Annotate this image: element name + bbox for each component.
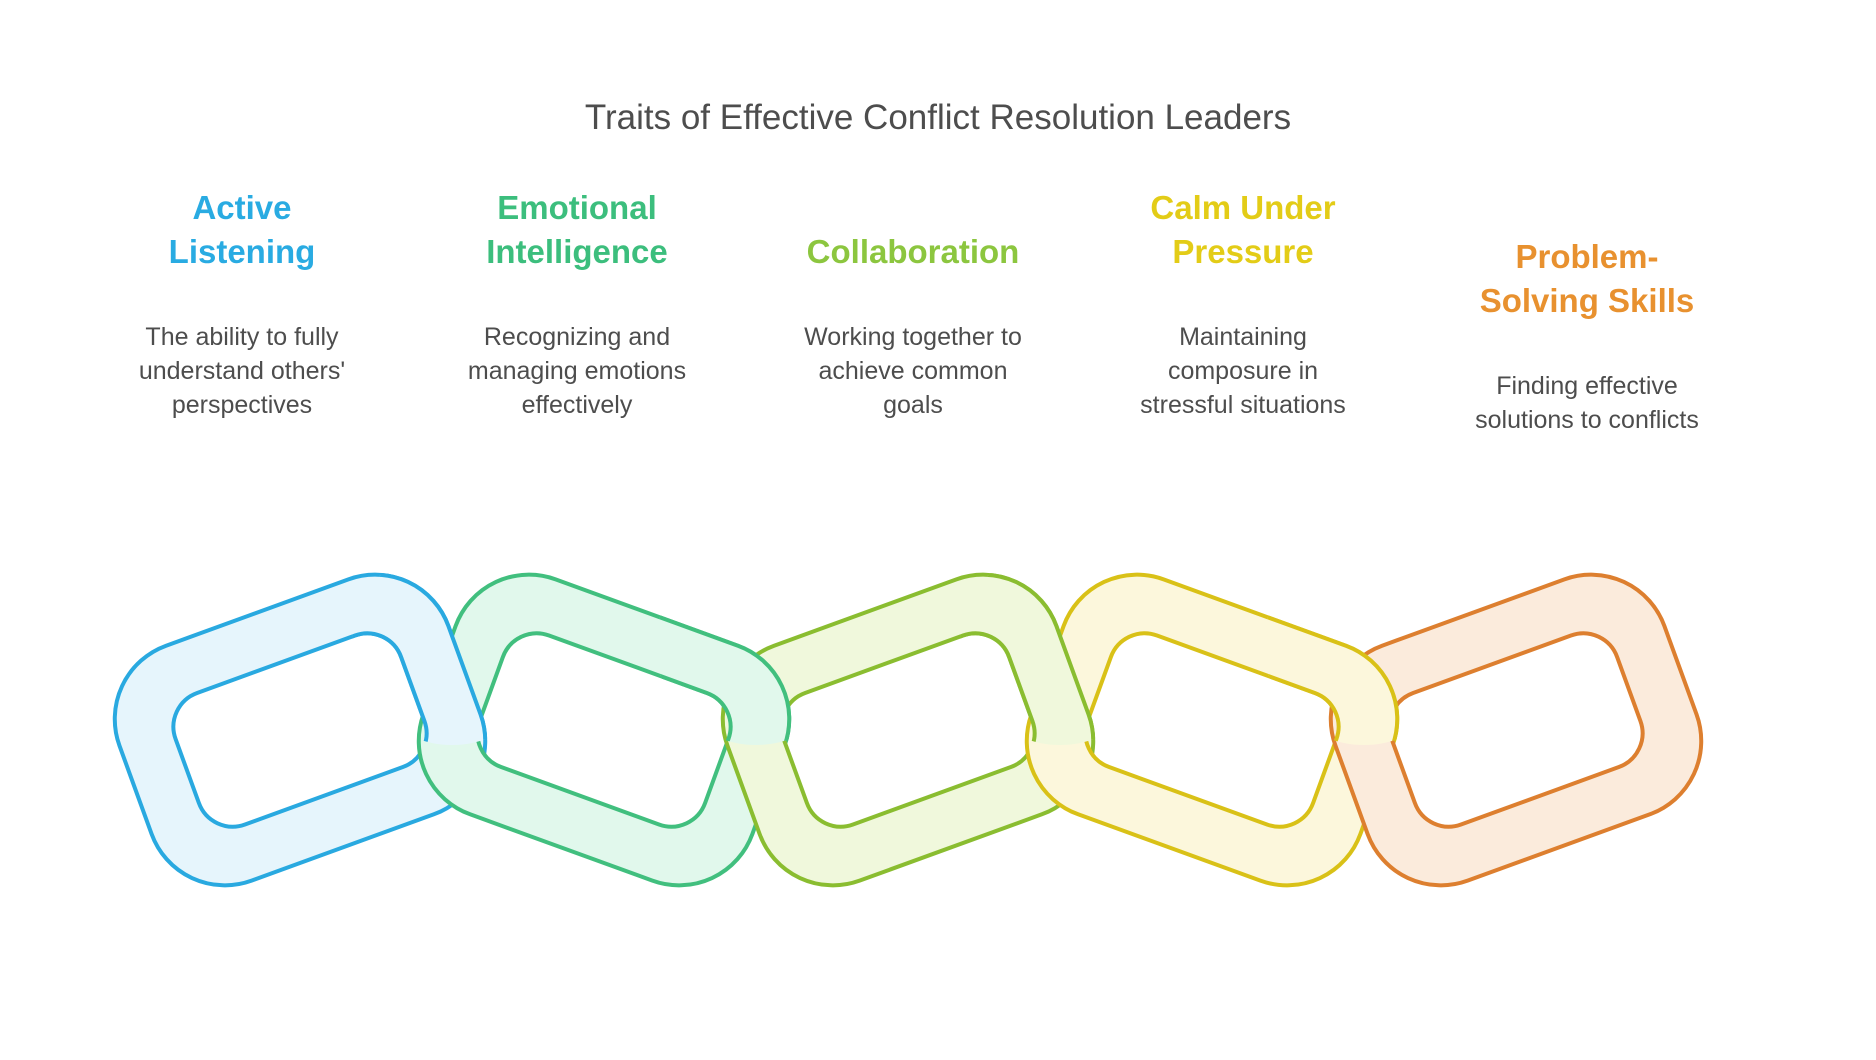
trait-heading-text: Emotional Intelligence [486, 189, 668, 270]
page-title: Traits of Effective Conflict Resolution … [584, 98, 1292, 137]
trait-column-collaboration: Collaboration Working together to achiev… [773, 186, 1053, 422]
trait-heading-text: Collaboration [806, 233, 1020, 270]
trait-heading: Active Listening [102, 186, 382, 274]
trait-heading-text: Active Listening [168, 189, 316, 270]
trait-heading: Collaboration [773, 186, 1053, 274]
trait-column-calm-under-pressure: Calm Under Pressure Maintaining composur… [1093, 186, 1393, 422]
trait-heading-text: Calm Under Pressure [1150, 189, 1336, 270]
trait-description: Working together to achieve common goals [804, 323, 1022, 419]
trait-column-problem-solving-skills: Problem- Solving Skills Finding effectiv… [1427, 235, 1747, 437]
trait-heading: Problem- Solving Skills [1427, 235, 1747, 323]
trait-description: Maintaining composure in stressful situa… [1140, 323, 1346, 419]
trait-column-emotional-intelligence: Emotional Intelligence Recognizing and m… [437, 186, 717, 422]
trait-column-active-listening: Active Listening The ability to fully un… [102, 186, 382, 422]
trait-description: Finding effective solutions to conflicts [1475, 372, 1699, 434]
trait-description: Recognizing and managing emotions effect… [467, 323, 687, 419]
trait-heading: Calm Under Pressure [1093, 186, 1393, 274]
trait-heading-text: Problem- Solving Skills [1479, 238, 1695, 319]
trait-heading: Emotional Intelligence [437, 186, 717, 274]
trait-description: The ability to fully understand others' … [138, 323, 346, 419]
